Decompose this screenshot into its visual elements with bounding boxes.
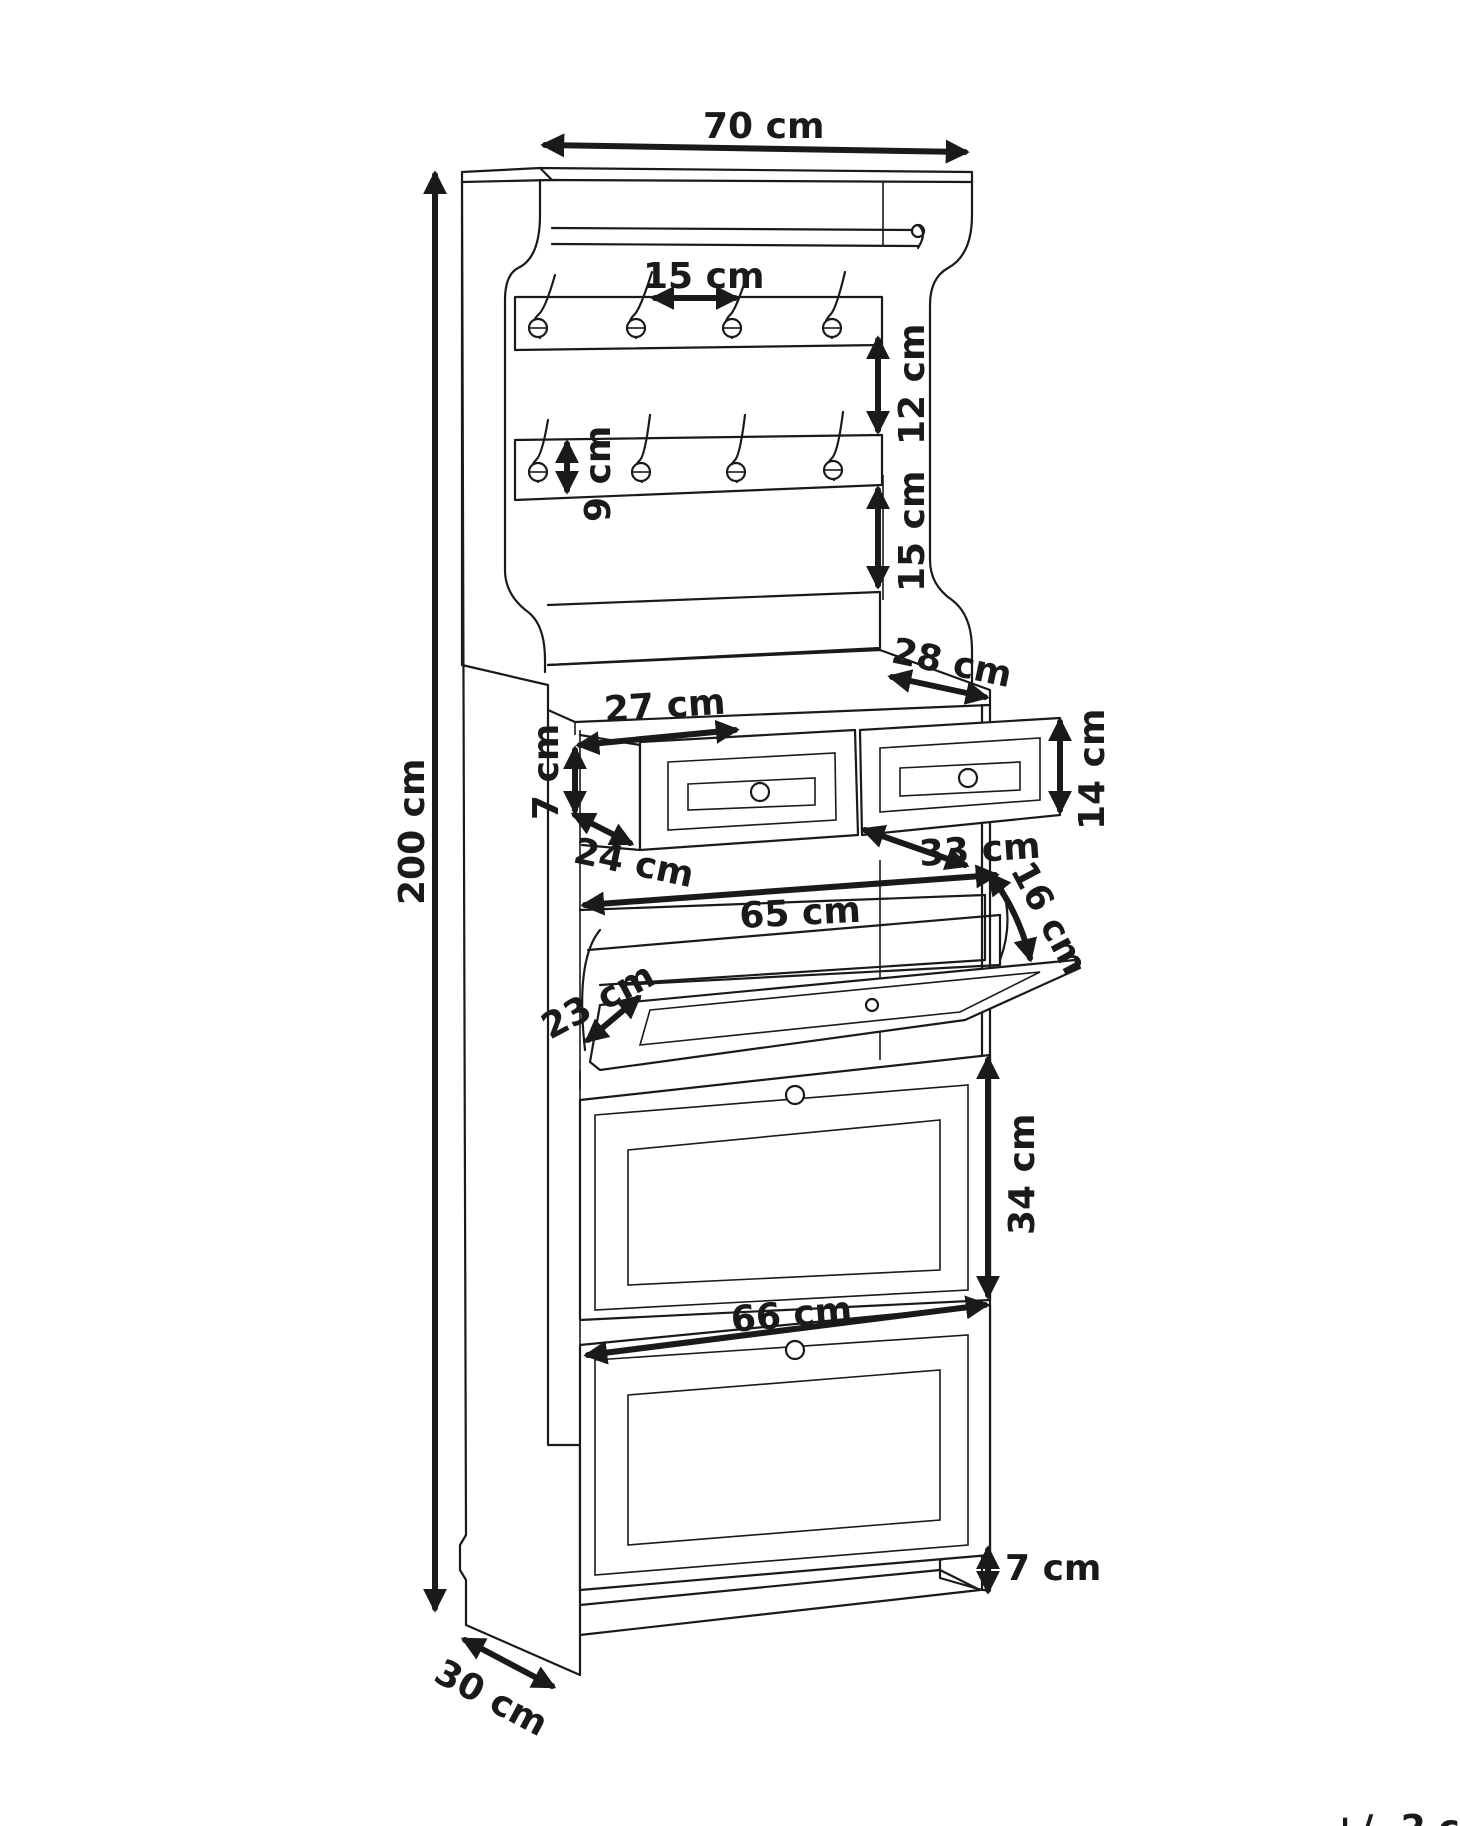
label-tolerance: +/- 2 cm: [1330, 1808, 1460, 1826]
drawers: [578, 716, 1062, 852]
label-flap-inner-width: 65 cm: [738, 890, 861, 937]
hook-icon: [721, 270, 750, 340]
label-drawer-front-height: 14 cm: [1072, 709, 1113, 830]
hutch-left-side: [503, 178, 547, 674]
dimension-arrows: [423, 133, 1072, 1689]
label-flap-height: 34 cm: [1002, 1114, 1043, 1235]
label-rail-to-shelf: 15 cm: [892, 471, 933, 592]
counter-top: [546, 648, 992, 724]
hutch-right-side: [928, 180, 974, 692]
dimension-labels: 70 cm 200 cm 30 cm 15 cm 12 cm 9 cm 15 c…: [392, 106, 1460, 1826]
label-plinth-height: 7 cm: [1005, 1548, 1101, 1589]
label-hook-spacing: 15 cm: [643, 256, 764, 297]
hook-icon: [822, 410, 845, 482]
label-hook-rail-gap: 12 cm: [892, 324, 933, 445]
hook-icon: [625, 270, 654, 340]
label-overall-height: 200 cm: [392, 758, 433, 905]
open-flap: [578, 878, 1082, 1090]
label-overall-width: 70 cm: [703, 106, 824, 147]
label-drawer-width: 27 cm: [603, 682, 727, 731]
flap-door-upper[interactable]: [578, 1053, 992, 1322]
label-shelf-depth: 28 cm: [888, 631, 1015, 696]
hooks-upper: [527, 270, 847, 340]
hook-rail-lower: [513, 433, 884, 502]
flap-lower-knob[interactable]: [784, 1339, 806, 1361]
hook-icon: [527, 273, 557, 340]
hook-icon: [630, 413, 652, 484]
label-hook-height: 9 cm: [578, 426, 619, 522]
label-overall-depth: 30 cm: [428, 1652, 555, 1745]
hook-icon: [821, 270, 847, 340]
hooks-lower: [527, 410, 845, 484]
drawer-left-knob[interactable]: [749, 781, 771, 803]
top-board: [460, 166, 974, 184]
flap-open-knob[interactable]: [864, 997, 880, 1013]
flap-upper-knob[interactable]: [784, 1084, 806, 1106]
hook-icon: [725, 413, 747, 484]
plinth: [578, 1568, 982, 1637]
left-side-panel: [458, 170, 582, 1677]
hook-icon: [527, 418, 550, 484]
drawer-right-knob[interactable]: [957, 767, 979, 789]
label-drawer-height-outer: 7 cm: [526, 724, 567, 820]
flap-door-open[interactable]: [588, 958, 1082, 1072]
lower-flaps: [578, 1053, 992, 1637]
drawer-left-front[interactable]: [638, 728, 860, 852]
hutch-shelf-back: [546, 590, 882, 667]
label-drawer-front-width: 33 cm: [918, 826, 1042, 875]
